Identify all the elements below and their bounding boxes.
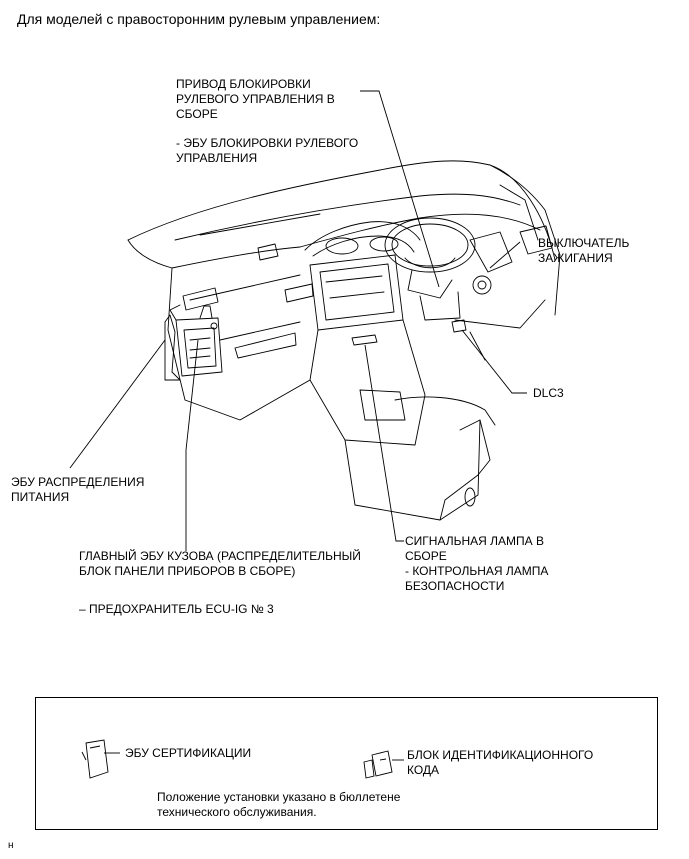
ignition-line-1: ВЫКЛЮЧАТЕЛЬ: [538, 236, 630, 250]
steering-lock-line-1: ПРИВОД БЛОКИРОВКИ: [176, 77, 311, 91]
callout-steering-lock-ecu: - ЭБУ БЛОКИРОВКИ РУЛЕВОГО УПРАВЛЕНИЯ: [176, 136, 358, 166]
lamp-line-1: СИГНАЛЬНАЯ ЛАМПА В: [405, 534, 544, 548]
corner-mark: н: [8, 840, 14, 851]
callout-main-body-ecu: ГЛАВНЫЙ ЭБУ КУЗОВА (РАСПРЕДЕЛИТЕЛЬНЫЙ БЛ…: [79, 549, 361, 579]
lamp-line-4: БЕЗОПАСНОСТИ: [405, 579, 505, 593]
id-code-box-icon: [363, 750, 404, 779]
id-code-line-2: КОДА: [407, 763, 440, 777]
callout-ecu-ig-fuse: – ПРЕДОХРАНИТЕЛЬ ECU-IG № 3: [79, 602, 274, 617]
id-code-line-1: БЛОК ИДЕНТИФИКАЦИОННОГО: [407, 748, 594, 762]
page-title: Для моделей с правосторонним рулевым упр…: [17, 11, 381, 27]
steering-lock-line-2: РУЛЕВОГО УПРАВЛЕНИЯ В: [176, 92, 335, 106]
callout-ignition-switch: ВЫКЛЮЧАТЕЛЬ ЗАЖИГАНИЯ: [538, 236, 629, 266]
callout-indicator-lamp: СИГНАЛЬНАЯ ЛАМПА В СБОРЕ - КОНТРОЛЬНАЯ Л…: [405, 534, 548, 594]
fuse-line-1: – ПРЕДОХРАНИТЕЛЬ ECU-IG № 3: [79, 602, 274, 616]
main-body-ecu-line-2: БЛОК ПАНЕЛИ ПРИБОРОВ В СБОРЕ): [79, 564, 296, 578]
steering-lock-ecu-line-1: - ЭБУ БЛОКИРОВКИ РУЛЕВОГО: [176, 136, 359, 150]
power-ecu-line-2: ПИТАНИЯ: [11, 490, 70, 504]
steering-lock-ecu-line-2: УПРАВЛЕНИЯ: [176, 151, 258, 165]
legend-box: [35, 697, 658, 830]
certification-ecu-icon: [81, 739, 120, 779]
callout-dlc3: DLC3: [533, 386, 564, 401]
lamp-line-2: СБОРЕ: [405, 549, 447, 563]
note-line-2: технического обслуживания.: [157, 805, 317, 819]
legend-id-code-box-label: БЛОК ИДЕНТИФИКАЦИОННОГО КОДА: [407, 748, 593, 778]
legend-note: Положение установки указано в бюллетене …: [157, 790, 400, 820]
power-ecu-line-1: ЭБУ РАСПРЕДЕЛЕНИЯ: [11, 475, 145, 489]
main-body-ecu-line-1: ГЛАВНЫЙ ЭБУ КУЗОВА (РАСПРЕДЕЛИТЕЛЬНЫЙ: [79, 549, 361, 563]
legend-certification-ecu-label: ЭБУ СЕРТИФИКАЦИИ: [125, 746, 251, 761]
dlc3-line-1: DLC3: [533, 386, 564, 400]
lamp-line-3: - КОНТРОЛЬНАЯ ЛАМПА: [405, 564, 549, 578]
note-line-1: Положение установки указано в бюллетене: [157, 790, 401, 804]
callout-power-distribution-ecu: ЭБУ РАСПРЕДЕЛЕНИЯ ПИТАНИЯ: [11, 475, 144, 505]
steering-lock-line-3: СБОРЕ: [176, 107, 218, 121]
ignition-line-2: ЗАЖИГАНИЯ: [538, 251, 613, 265]
callout-steering-lock-actuator: ПРИВОД БЛОКИРОВКИ РУЛЕВОГО УПРАВЛЕНИЯ В …: [176, 77, 335, 122]
certification-ecu-text: ЭБУ СЕРТИФИКАЦИИ: [125, 746, 252, 760]
